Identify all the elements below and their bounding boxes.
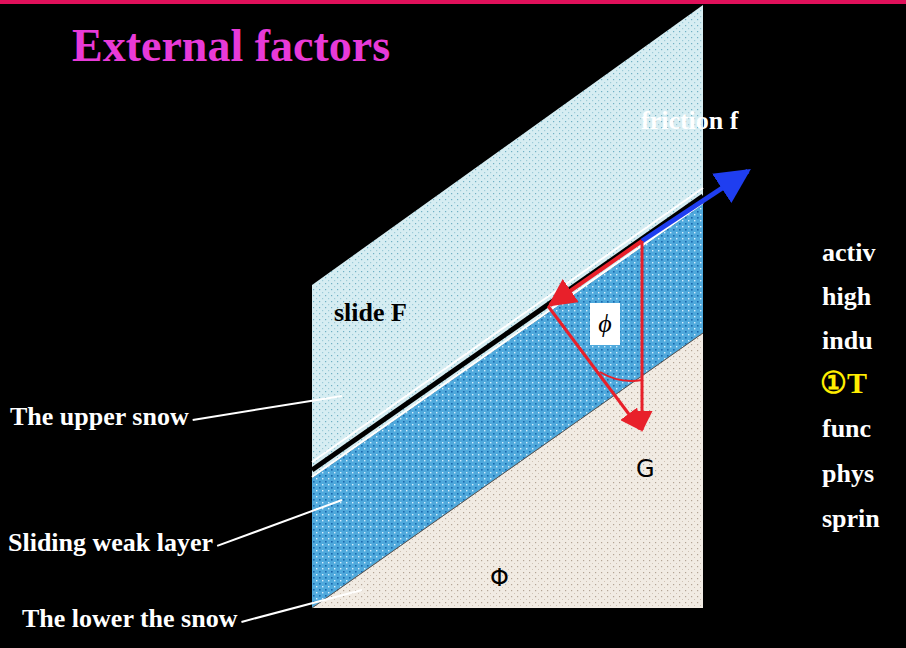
layer-line	[312, 188, 703, 462]
top-rule	[0, 0, 906, 4]
weak-layer	[312, 204, 703, 608]
force-label: slide F	[334, 298, 407, 328]
leader-line	[241, 590, 362, 622]
force-label: G	[636, 456, 655, 484]
force-label: friction f	[641, 106, 738, 136]
body-text: indu	[822, 326, 873, 356]
body-text: ①T	[820, 366, 867, 401]
layer-boundary	[312, 333, 703, 608]
leader-line	[193, 396, 342, 420]
body-text: phys	[822, 459, 874, 489]
layer-line	[312, 203, 703, 477]
layer-label: The lower the snow	[22, 604, 237, 634]
leader-line	[217, 500, 342, 546]
body-text: activ	[822, 238, 875, 268]
body-text: sprin	[822, 504, 880, 534]
gravity-arrow	[641, 241, 644, 430]
angle-arc	[600, 372, 642, 381]
body-text: func	[822, 414, 871, 444]
body-text: high	[822, 282, 871, 312]
angle-label: Φ	[490, 565, 509, 593]
slide-arrow	[550, 241, 642, 305]
friction-arrow	[642, 171, 748, 241]
layer-label: Sliding weak layer	[8, 528, 213, 558]
angle-label: ϕ	[590, 303, 620, 345]
layer-label: The upper snow	[10, 402, 189, 432]
lower-snow-layer	[312, 333, 703, 608]
slide-title: External factors	[72, 20, 390, 73]
